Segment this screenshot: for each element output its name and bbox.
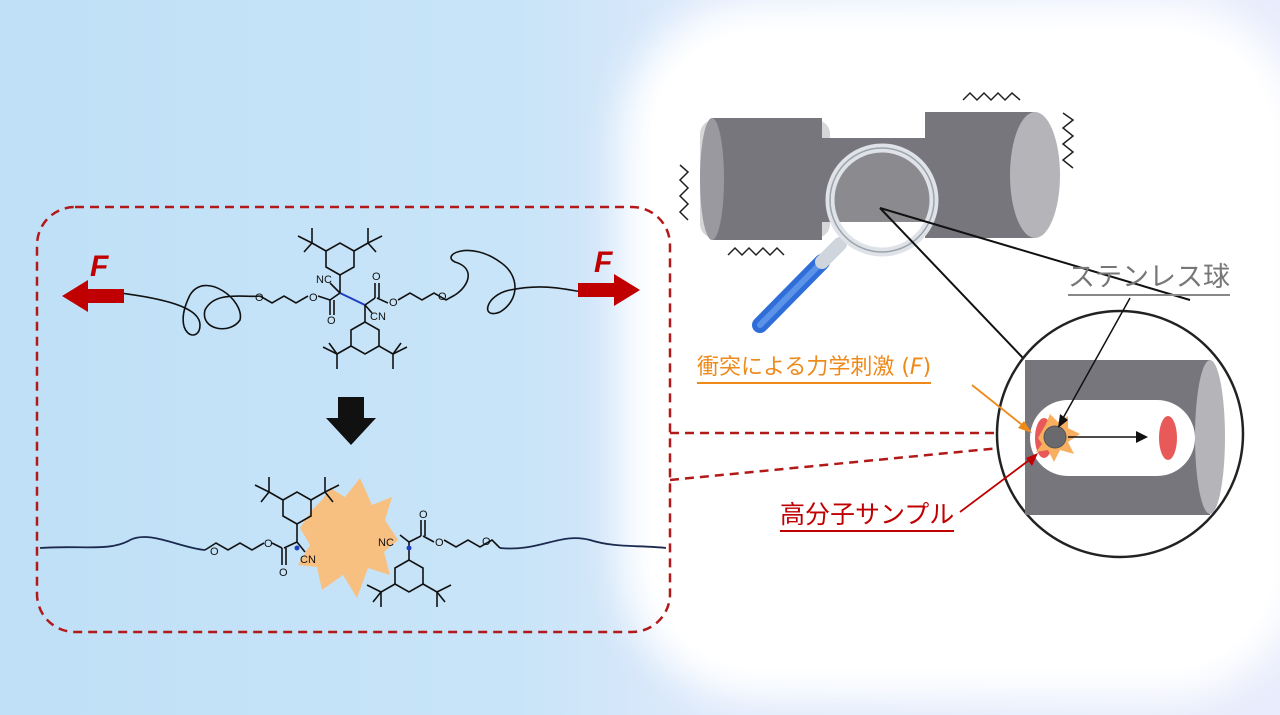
magnifier-icon: [752, 143, 939, 333]
impact-pointer: [971, 384, 1027, 429]
oxygen-label: O: [327, 315, 336, 327]
force-arrow-left-icon: [62, 280, 124, 312]
oxygen-label: O: [279, 567, 288, 579]
mechanophore-bond: [339, 292, 366, 306]
ethoxy-chain-right: [397, 292, 456, 301]
ester-link-left: [317, 295, 331, 301]
force-label-right: F: [594, 246, 613, 279]
impact-label: 衝突による力学刺激 (F): [697, 354, 932, 384]
oxygen-label: O: [438, 291, 447, 303]
burst-icon: [298, 478, 398, 598]
aryl-ring-left-fragment: [282, 491, 312, 525]
zoom-line-left: [879, 207, 1024, 359]
oxygen-label: O: [255, 292, 264, 304]
polymer-sample-label: 高分子サンプル: [780, 500, 955, 532]
motion-arrow-icon: [1136, 431, 1148, 443]
cleaved-polymer-chains: [39, 536, 667, 551]
oxygen-label: O: [435, 537, 444, 549]
polymer-sample-right: [1159, 416, 1177, 460]
impact-force-symbol: F: [909, 355, 923, 380]
ball-mill-jar: [700, 112, 1060, 240]
oxygen-label: O: [389, 297, 398, 309]
steel-ball-label: ステンレス球: [1068, 262, 1230, 296]
oxygen-label: O: [210, 546, 219, 558]
oxygen-label: O: [264, 538, 273, 550]
nc-label: NC: [378, 537, 394, 549]
polymer-loop-right: [450, 249, 583, 315]
steel-ball-pointer: [1061, 297, 1131, 421]
oxygen-label: O: [372, 271, 381, 283]
vibration-zigzag-icon: [678, 91, 1075, 257]
steel-ball: [1043, 425, 1067, 449]
oxygen-label: O: [309, 292, 318, 304]
force-label-left: F: [90, 250, 109, 283]
chain-right: [499, 537, 667, 550]
zoom-line-right: [879, 207, 1191, 301]
bottom-atom-labels: CN NC O O O O O O: [210, 509, 491, 579]
radical-fragments: [204, 477, 501, 607]
polymer-loop-left: [119, 284, 261, 336]
intact-molecule: [119, 228, 583, 369]
aryl-ring-top: [325, 242, 355, 276]
down-arrow-icon: [326, 397, 376, 445]
cn-label: CN: [300, 554, 316, 566]
impact-label-text: 衝突による力学刺激 (: [697, 355, 910, 380]
cn-label: CN: [370, 311, 386, 323]
chain-left: [39, 536, 206, 551]
force-arrow-right-icon: [578, 274, 640, 306]
radical-dot-left: [294, 545, 300, 551]
jar-cross-section: [1025, 360, 1225, 515]
ethoxy-chain-left: [259, 295, 309, 304]
aryl-ring-right-fragment: [394, 559, 424, 593]
oxygen-label: O: [482, 536, 491, 548]
radical-dot-right: [406, 545, 412, 551]
impact-label-close: ): [922, 355, 932, 380]
connector-line-bottom: [669, 445, 1011, 482]
nc-label: NC: [316, 274, 332, 286]
top-atom-labels: NC CN O O O O O O: [255, 271, 447, 327]
polymer-pointer: [959, 457, 1033, 513]
zoom-panel-border: [35, 205, 672, 634]
aryl-ring-bottom: [350, 321, 380, 355]
oxygen-label: O: [419, 509, 428, 521]
